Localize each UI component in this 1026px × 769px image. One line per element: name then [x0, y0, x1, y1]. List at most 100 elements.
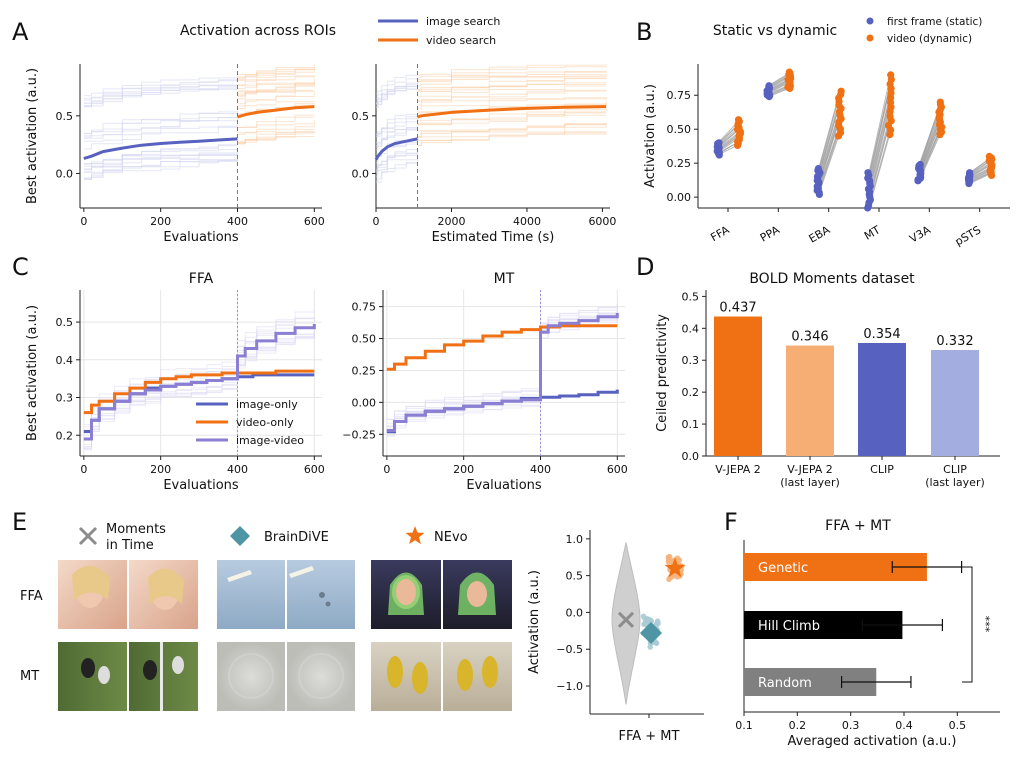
x-tick-label: EBA	[807, 223, 833, 246]
pair-line	[868, 84, 891, 176]
thumb-moments-ffa-2	[129, 560, 198, 629]
legend-label-moments-line2: in Time	[106, 538, 154, 553]
legend-marker-dynamic	[866, 34, 874, 42]
panel-d-title: BOLD Moments dataset	[749, 271, 915, 287]
panel-a-legend: image search video search	[378, 15, 500, 47]
x-tick-label: 0.1	[735, 719, 753, 732]
x-tick-label: CLIP	[870, 463, 894, 476]
legend-marker-static	[866, 17, 874, 25]
y-tick-label: 0.0	[352, 167, 370, 180]
point-nevo	[676, 557, 683, 563]
run-trace	[376, 129, 418, 151]
bar-label: Hill Climb	[758, 619, 820, 634]
panel-f-title: FFA + MT	[825, 518, 891, 534]
panel-a-title: Activation across ROIs	[180, 23, 336, 39]
point-nevo	[666, 576, 672, 583]
x-tick-label: 0	[383, 463, 390, 476]
thumb-nevo-ffa-1	[371, 560, 441, 629]
series-video-search	[417, 105, 607, 119]
run-trace	[83, 331, 315, 447]
series-image-video	[83, 324, 316, 441]
legend-label-image-only: image-only	[236, 398, 298, 411]
run-trace	[376, 118, 418, 135]
point-static	[814, 165, 822, 173]
panel-c2-title: MT	[494, 271, 515, 287]
point-static	[715, 139, 723, 147]
panel-label-a: A	[12, 18, 29, 46]
x-tick-label: (last layer)	[925, 476, 985, 489]
run-trace	[83, 153, 238, 171]
run-trace	[83, 85, 238, 106]
x-tick-label: 200	[150, 215, 171, 228]
pair-line	[868, 77, 891, 173]
legend-label-video-search: video search	[426, 34, 496, 47]
y-tick-label: 0.25	[667, 157, 692, 170]
y-axis-label: Activation (a.u.)	[643, 84, 658, 188]
y-tick-label: 0.00	[667, 191, 692, 204]
pair-line	[818, 94, 841, 171]
thumb-moments-ffa-1	[58, 560, 127, 629]
point-braindive	[640, 613, 647, 620]
legend-label-dynamic: video (dynamic)	[887, 33, 972, 45]
run-trace	[386, 317, 618, 437]
run-trace	[417, 108, 607, 122]
y-axis-label: Ceiled predictivity	[655, 314, 670, 432]
bar-value-label: 0.346	[791, 330, 828, 345]
pair-line	[818, 103, 841, 175]
thumb-braindive-mt-2	[287, 642, 355, 711]
run-trace	[386, 306, 618, 424]
run-trace	[83, 151, 238, 170]
run-trace	[417, 73, 607, 87]
x-tick-label: 400	[227, 215, 248, 228]
point-static	[966, 169, 974, 177]
legend-label-video-only: video-only	[236, 416, 294, 429]
mean-marker-nevo	[664, 557, 686, 578]
x-tick-label: 600	[304, 215, 325, 228]
thumb-braindive-mt-1	[217, 642, 285, 711]
y-tick-label: 0.75	[352, 301, 377, 314]
run-trace	[83, 160, 238, 180]
run-trace	[237, 90, 315, 100]
x-axis-label: FFA + MT	[619, 729, 680, 744]
x-tick-label: (last layer)	[780, 476, 840, 489]
x-tick-label: 0.2	[789, 719, 807, 732]
significance-bracket	[962, 566, 973, 683]
y-tick-label: 0.5	[682, 290, 700, 303]
thumb-nevo-ffa-2	[443, 560, 512, 629]
run-trace	[237, 90, 315, 105]
x-tick-label: 0	[80, 463, 87, 476]
run-trace	[237, 124, 315, 135]
x-tick-label: 0	[80, 215, 87, 228]
point-braindive	[642, 620, 649, 627]
bar	[931, 350, 979, 456]
y-tick-label: 0.3	[56, 392, 74, 405]
run-trace	[417, 77, 607, 90]
y-tick-label: 0.4	[56, 354, 74, 367]
x-tick-label: 6000	[588, 215, 616, 228]
run-trace	[417, 124, 607, 138]
point-static	[864, 169, 872, 177]
legend-label-moments-line1: Moments	[106, 522, 166, 537]
run-trace	[376, 127, 418, 148]
bar-value-label: 0.437	[719, 300, 756, 315]
panel-d: BOLD Moments dataset 0.00.10.20.30.40.5C…	[655, 271, 1000, 489]
run-trace	[417, 132, 607, 147]
violin-moments	[611, 542, 641, 705]
run-trace	[376, 162, 418, 183]
panel-c1-title: FFA	[189, 271, 214, 287]
point-dynamic	[734, 116, 743, 124]
x-tick-label: 200	[453, 463, 474, 476]
panel-c-legend: image-only video-only image-video	[196, 398, 304, 447]
row-label-mt: MT	[20, 669, 39, 684]
bar-label: Genetic	[758, 561, 808, 576]
point-dynamic	[936, 98, 944, 106]
x-axis-label: Evaluations	[163, 230, 239, 245]
y-tick-label: 0.0	[56, 167, 74, 180]
series-video-only	[83, 369, 315, 415]
